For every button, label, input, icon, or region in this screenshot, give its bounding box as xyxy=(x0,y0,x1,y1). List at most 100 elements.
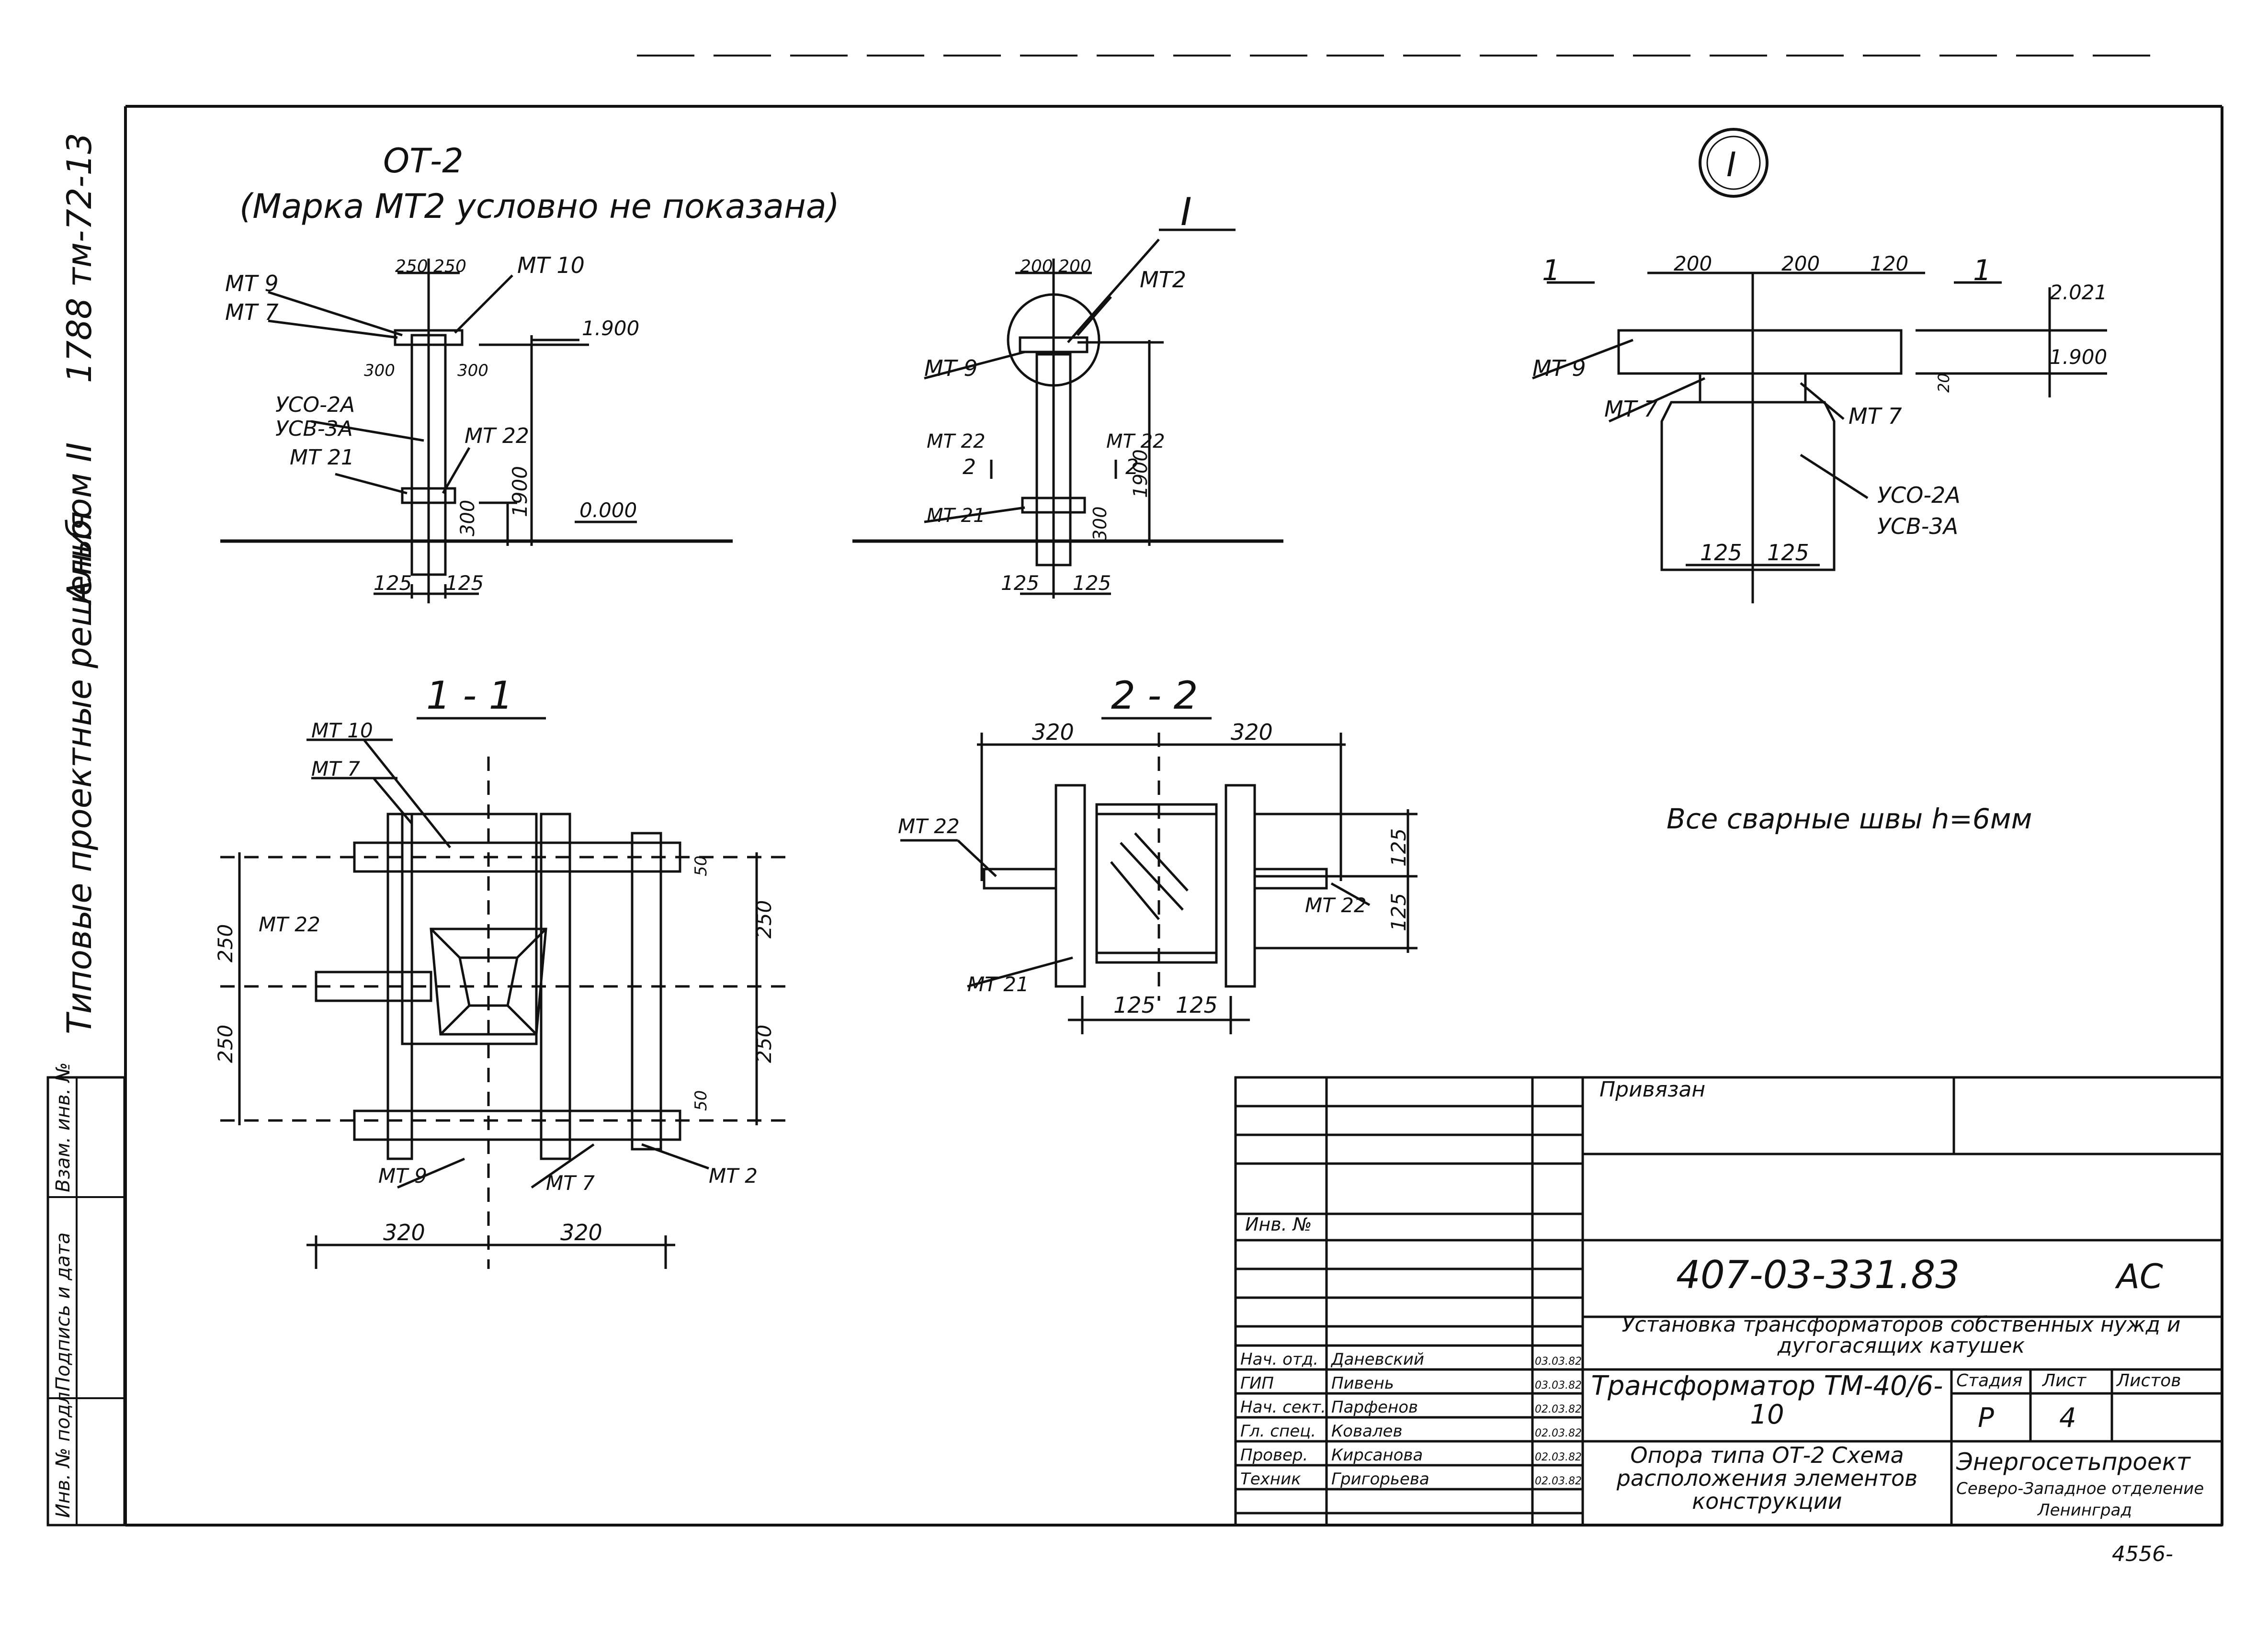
doc-code: 407-03-331.83 xyxy=(1676,1253,1960,1297)
org-name: Энергосетьпроект xyxy=(1956,1448,2191,1476)
sign-date-label: Подпись и дата xyxy=(52,1233,74,1391)
stage-header: Стадия xyxy=(1956,1371,2022,1391)
dim-1900-center: 1900 xyxy=(1130,449,1152,498)
dim-top: 250 250 xyxy=(395,257,466,276)
series-title: Типовые проектные решения xyxy=(60,511,99,1034)
dim-20: 20 xyxy=(1935,373,1953,393)
section-mark-2-left: 2 xyxy=(963,455,976,479)
dim-300c: 300 xyxy=(457,500,479,536)
label-usv-detail: УСВ-3А xyxy=(1877,513,1958,539)
view-center: I МТ2 МТ 9 МТ 22 МТ 22 2 2 МТ 21 200 200… xyxy=(852,190,1283,599)
signer-name: Пивень xyxy=(1331,1374,1394,1393)
label-mt21: МТ 21 xyxy=(290,445,354,470)
label-mt7: МТ 7 xyxy=(225,299,279,325)
label-mt7a-s11: МТ 7 xyxy=(311,757,360,781)
dim-r125a: 125 xyxy=(1387,828,1410,867)
inv-no-label: Инв. № xyxy=(1245,1214,1312,1235)
dim-300b: 300 xyxy=(457,361,488,380)
label-mt7a-detail: МТ 7 xyxy=(1604,396,1658,422)
dim-125b-center: 125 xyxy=(1073,571,1111,595)
signer-name: Парфенов xyxy=(1331,1398,1418,1417)
label-uso-detail: УСО-2А xyxy=(1877,482,1961,508)
section-mark-1-left: 1 xyxy=(1542,254,1560,287)
label-mt9-center: МТ 9 xyxy=(924,355,978,381)
signer-role: Нач. сект. xyxy=(1240,1398,1326,1417)
dim-120: 120 xyxy=(1870,252,1908,275)
signer-name: Ковалев xyxy=(1331,1422,1403,1441)
signer-role: Гл. спец. xyxy=(1240,1422,1316,1441)
dim-r125b: 125 xyxy=(1387,893,1410,931)
dim-125a-center: 125 xyxy=(1001,571,1039,595)
label-mt22-s11: МТ 22 xyxy=(259,913,320,936)
stage-value: Р xyxy=(1978,1403,1994,1434)
dim-125b: 125 xyxy=(445,571,484,595)
sheet-title: Трансформатор ТМ-40/6-10 xyxy=(1591,1372,1943,1430)
view-ot2-subtitle: (Марка МТ2 условно не показана) xyxy=(239,187,839,226)
label-mt21-s22: МТ 21 xyxy=(967,973,1029,996)
inv-replace-label: Взам. инв. № xyxy=(52,1062,74,1192)
dim-200b: 200 xyxy=(1781,252,1820,275)
level-ground: 0.000 xyxy=(579,498,637,522)
org-branch: Северо-Западное отделение xyxy=(1956,1479,2204,1498)
level-1900: 1.900 xyxy=(2050,345,2107,369)
section-mark-2-right: 2 xyxy=(1125,455,1139,479)
album-code: 1788 тм-72-13 xyxy=(60,133,99,383)
callout-I: I xyxy=(1180,190,1192,234)
dim-125a-detail: 125 xyxy=(1700,540,1742,566)
dim-200a: 200 xyxy=(1674,252,1712,275)
signer-date: 02.03.82 xyxy=(1535,1451,1582,1463)
signers-table: Нач. отд. Даневский 03.03.82 ГИП Пивень … xyxy=(1240,1350,1582,1489)
label-mt9-s11: МТ 9 xyxy=(378,1164,427,1188)
drawing-title: Опора типа ОТ-2 Схема расположения элеме… xyxy=(1616,1444,1918,1514)
label-mt22a-s22: МТ 22 xyxy=(898,814,960,838)
signer-date: 03.03.82 xyxy=(1535,1356,1582,1368)
dim-l250b: 250 xyxy=(214,1025,237,1063)
label-mt22: МТ 22 xyxy=(465,424,529,448)
label-usv: УСВ-3А xyxy=(275,417,353,441)
sheet-header: Лист xyxy=(2041,1371,2087,1391)
label-mt10: МТ 10 xyxy=(517,252,585,278)
section-11-title: 1 - 1 xyxy=(426,673,513,718)
dim-125b-detail: 125 xyxy=(1767,540,1809,566)
title-block: Привязан Инв. № 407-03-331.83 АС Установ… xyxy=(1234,1076,2223,1527)
privyazan-label: Привязан xyxy=(1599,1077,1705,1102)
footer-code: 4556- xyxy=(2112,1542,2173,1566)
dim-b320a: 320 xyxy=(383,1220,425,1245)
dim-l250a: 250 xyxy=(214,924,237,962)
section-mark-1-right: 1 xyxy=(1973,254,1991,287)
label-mt22b-s22: МТ 22 xyxy=(1305,894,1367,917)
label-mt10-s11: МТ 10 xyxy=(311,719,373,742)
doc-mark: АС xyxy=(2115,1257,2163,1296)
org-city: Ленинград xyxy=(2037,1501,2132,1520)
inv-orig-label: Инв. № подл. xyxy=(52,1386,74,1518)
signer-date: 02.03.82 xyxy=(1535,1475,1582,1487)
label-uso: УСО-2А xyxy=(275,393,355,417)
signer-date: 02.03.82 xyxy=(1535,1427,1582,1439)
section-2-2: 2 - 2 xyxy=(898,673,1418,1034)
dim-r250a: 250 xyxy=(752,900,776,939)
dim-125a: 125 xyxy=(374,571,412,595)
level-2021: 2.021 xyxy=(2050,281,2107,304)
label-mt9: МТ 9 xyxy=(225,271,279,296)
signer-name: Кирсанова xyxy=(1331,1446,1423,1465)
label-mt7b-s11: МТ 7 xyxy=(546,1171,595,1195)
signer-date: 03.03.82 xyxy=(1535,1380,1582,1391)
label-mt9-detail: МТ 9 xyxy=(1532,355,1586,381)
dim-t320a: 320 xyxy=(1032,719,1074,745)
view-ot2: ОТ-2 (Марка МТ2 условно не показана) xyxy=(220,141,839,603)
signer-role: Нач. отд. xyxy=(1240,1350,1318,1369)
section-22-title: 2 - 2 xyxy=(1111,673,1198,718)
dim-r50b: 50 xyxy=(692,1090,711,1111)
label-mt7b-detail: МТ 7 xyxy=(1848,403,1902,429)
dim-t320b: 320 xyxy=(1231,719,1273,745)
label-mt21-center: МТ 21 xyxy=(927,505,986,527)
dim-b125a: 125 xyxy=(1113,992,1156,1018)
detail-I: I 1 1 200 200 120 20 2.021 1.900 МТ 9 МТ… xyxy=(1532,128,2107,603)
sheets-header: Листов xyxy=(2116,1371,2181,1391)
level-top: 1.900 xyxy=(582,317,639,340)
weld-note: Все сварные швы h=6мм xyxy=(1667,803,2032,835)
signer-role: Техник xyxy=(1240,1470,1301,1489)
dim-b125b: 125 xyxy=(1176,992,1218,1018)
label-mt22-left: МТ 22 xyxy=(927,430,986,452)
sheet-value: 4 xyxy=(2059,1403,2076,1434)
